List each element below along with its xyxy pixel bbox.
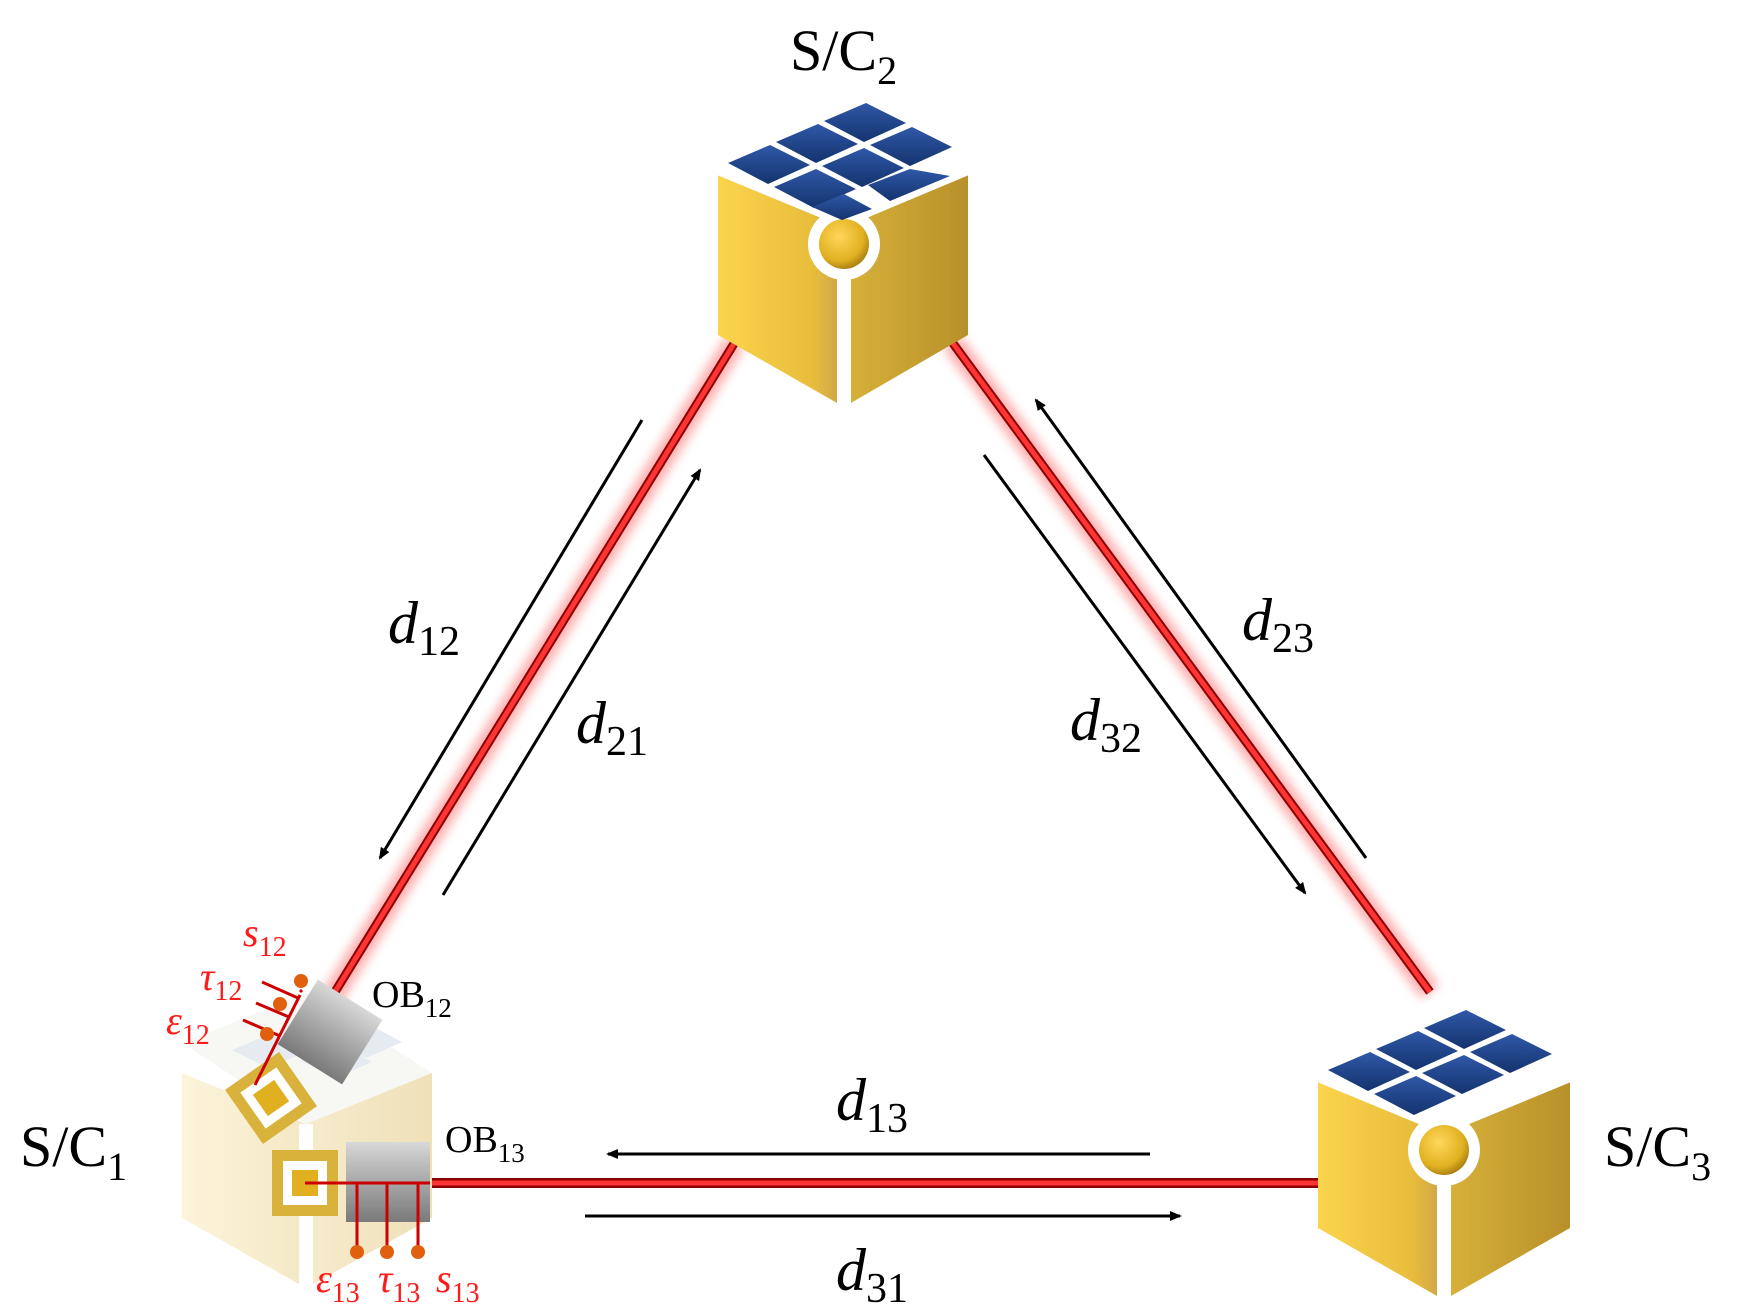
spacecraft-2-label: S/C2: [790, 18, 897, 93]
link-label-d13: d13: [836, 1067, 908, 1142]
ob13-label: OB13: [445, 1119, 525, 1168]
spacecraft-3-label: S/C3: [1604, 1114, 1711, 1189]
arrow-d21: [441, 468, 702, 896]
ob12-pins: [260, 974, 308, 1041]
optical-bench-13: OB13 ε13 τ13 s13: [272, 1119, 525, 1309]
arrow-d23: [1034, 398, 1368, 859]
optical-bench-box-icon: [277, 979, 383, 1085]
link-label-d21: d21: [576, 690, 648, 765]
link-label-d31: d31: [836, 1237, 908, 1312]
link-label-d23: d23: [1242, 587, 1314, 662]
link-label-d32: d32: [1070, 687, 1142, 762]
laser-beams: [320, 335, 1439, 1194]
signal-tau12-label: τ12: [200, 954, 242, 1007]
spacecraft-2: S/C2: [716, 18, 970, 407]
distance-labels: d12 d21 d23 d32 d13 d31: [388, 587, 1314, 1312]
signal-eps13-label: ε13: [316, 1256, 360, 1309]
spacecraft-3: S/C3: [1316, 996, 1711, 1300]
laser-beam-23: [943, 335, 1439, 999]
spacecraft-cube-icon: [1316, 996, 1572, 1300]
solar-panels: [728, 103, 952, 220]
optical-bench-12: OB12 s12 τ12 ε12: [166, 910, 452, 1144]
arrow-d32: [982, 454, 1307, 895]
arrow-d12: [378, 419, 644, 860]
solar-panels: [1328, 1010, 1552, 1115]
ob13-pickoff-lines: [305, 1181, 430, 1246]
ob13-pins: [350, 1245, 425, 1259]
ob12-label: OB12: [372, 974, 452, 1023]
signal-eps12-label: ε12: [166, 998, 210, 1051]
laser-beam-12: [320, 336, 745, 1006]
signal-s12-label: s12: [243, 910, 287, 963]
direction-arrows: [378, 398, 1368, 1221]
spacecraft-cube-icon: [716, 89, 970, 407]
spacecraft-1-label: S/C1: [20, 1114, 127, 1189]
ob12-pickoff-lines: [242, 980, 304, 1086]
link-label-d12: d12: [388, 590, 460, 665]
signal-s13-label: s13: [436, 1256, 480, 1309]
signal-tau13-label: τ13: [378, 1256, 420, 1309]
